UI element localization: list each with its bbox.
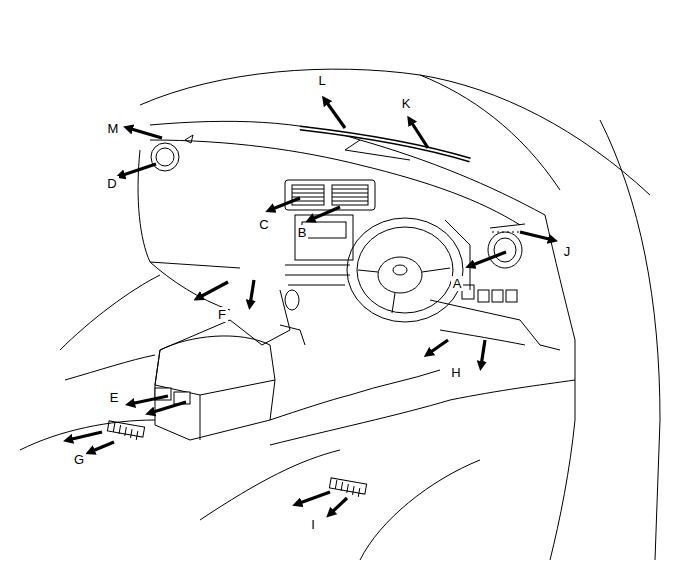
vent-callout-letter: I: [309, 517, 317, 532]
vent-callout-letter: L: [316, 73, 327, 88]
vent-callout-letter: D: [105, 176, 118, 191]
vent-callout-letter: A: [451, 276, 464, 291]
vent-callout-letter: G: [72, 452, 86, 467]
vent-callout-letter: E: [108, 390, 121, 405]
vent-callout-letter: F: [216, 307, 228, 322]
vent-callout-letter: K: [400, 96, 413, 111]
vent-callout-letter: H: [449, 365, 462, 380]
vent-callout-letter: C: [257, 217, 270, 232]
vent-callout-letter: J: [562, 244, 573, 259]
vent-callout-letter: M: [106, 121, 121, 136]
vent-callout-letter: B: [296, 225, 309, 240]
